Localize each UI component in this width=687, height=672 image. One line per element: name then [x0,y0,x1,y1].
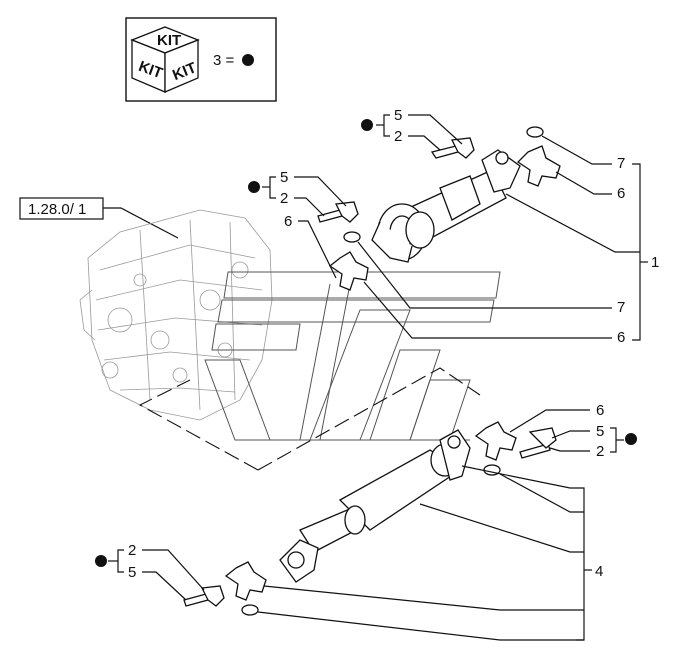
callout-label-2: 2 [128,542,136,559]
kit-marker-dot [95,555,107,567]
kit-equation-text: 3 = [213,52,235,69]
watermark-logo [204,271,501,441]
middle-cross-joint [328,231,369,291]
callout-bottom-group: 2 5 [95,542,205,601]
kit-marker-dot [625,433,637,445]
callout-label-5: 5 [596,423,604,440]
kit-cube-top-text: KIT [157,32,181,49]
reference-label: 1.28.0/ 1 [19,197,179,239]
callout-middle-group: 5 2 6 [248,169,347,279]
lower-driveshaft [279,429,471,583]
callout-label-1: 1 [651,254,659,271]
callout-label-5: 5 [394,107,402,124]
engine-outline-ghost [79,209,273,421]
upper-driveshaft [371,149,521,263]
callout-top-group: 5 2 [361,107,463,151]
bottom-bolt-clip [183,585,225,607]
kit-marker-dot [361,119,373,131]
callout-label-2: 2 [394,128,402,145]
top-bolt-clip [430,137,475,159]
callout-lower-right-group: 6 5 2 [509,402,637,460]
callout-label-5: 5 [128,564,136,581]
callout-assembly-4: 4 [257,465,603,641]
callout-label-4: 4 [595,563,603,580]
callout-label-7: 7 [617,155,625,172]
lower-right-bolt-clip [519,427,557,459]
bottom-ring [241,604,259,616]
callout-label-6: 6 [617,329,625,346]
middle-bolt-clip [317,201,359,223]
bottom-cross-joint [224,561,267,616]
upper-ring [526,126,544,138]
callout-label-7: 7 [617,299,625,316]
callout-right-upper: 7 6 1 7 6 [357,135,659,346]
callout-label-2: 2 [280,190,288,207]
lower-right-cross-joint [474,421,517,476]
kit-marker-dot [248,181,260,193]
upper-cross-joint [516,126,561,187]
callout-label-6: 6 [596,402,604,419]
middle-ring [343,231,361,243]
kit-dot-icon [242,54,254,66]
alignment-dashed-line [138,367,481,471]
kit-legend: KIT KIT KIT 3 = [125,17,277,102]
callout-label-5: 5 [280,169,288,186]
callout-label-2: 2 [596,443,604,460]
kit-cube-icon: KIT KIT KIT [130,26,200,93]
callout-label-6: 6 [284,213,292,230]
reference-label-text: 1.28.0/ 1 [28,201,86,218]
callout-label-6: 6 [617,185,625,202]
